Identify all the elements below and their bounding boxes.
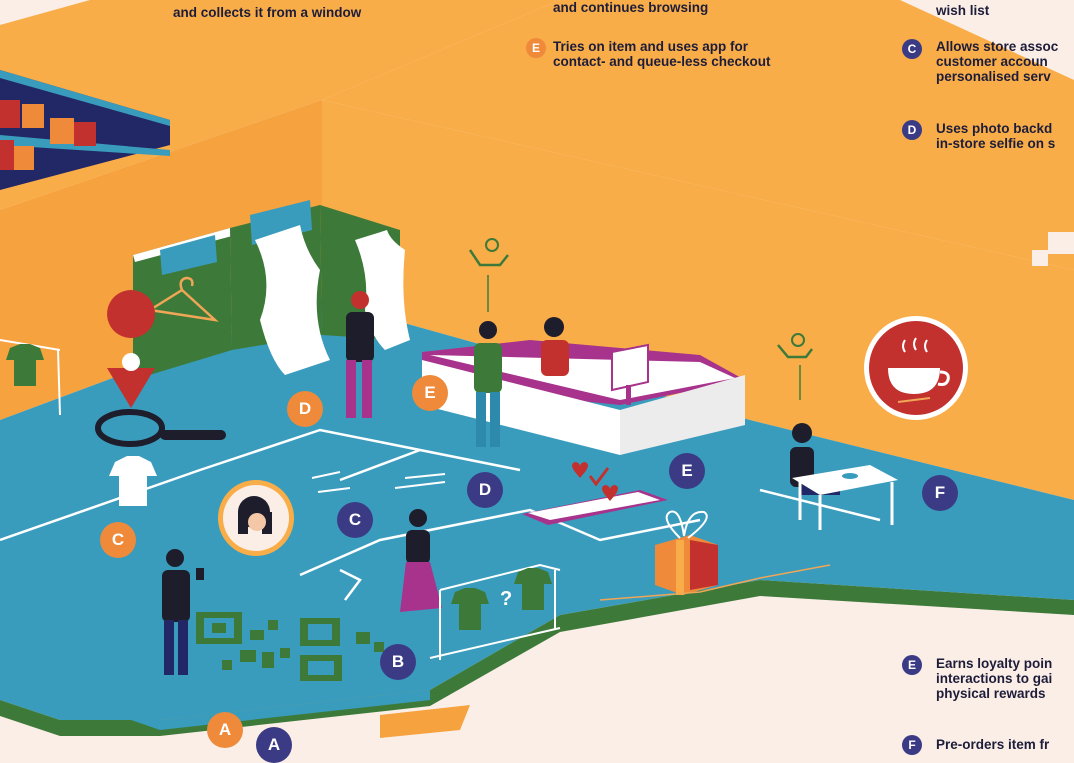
cart-icon — [777, 333, 813, 400]
legend-text: Allows store assoc — [936, 39, 1059, 54]
legend-bottom-right-2: Pre-orders item fr — [936, 737, 1049, 752]
person-with-phone — [162, 549, 204, 675]
legend-text: Tries on item and uses app for — [553, 39, 749, 54]
info-lines — [311, 471, 446, 493]
store-floor — [0, 300, 1074, 738]
magnifier-icon — [95, 409, 226, 447]
location-pin-icon — [107, 290, 156, 408]
legend-badge-c: C — [902, 39, 922, 59]
cafe-table — [792, 465, 898, 530]
map-badge-c-orange: C — [100, 522, 136, 558]
hanger-icon — [146, 276, 219, 322]
legend-badge-e: E — [526, 38, 546, 58]
legend-badge-d: D — [902, 120, 922, 140]
qr-code-icon — [196, 612, 384, 681]
legend-text: physical rewards — [936, 686, 1046, 701]
legend-badge-e-bottom: E — [902, 655, 922, 675]
coffee-cup-icon — [864, 316, 968, 420]
legend-text: interactions to gai — [936, 671, 1053, 686]
legend-text: customer accoun — [936, 54, 1048, 69]
store-associate — [541, 317, 569, 376]
legend-text: contact- and queue-less checkout — [553, 54, 771, 69]
legend-text: wish list — [936, 3, 990, 18]
legend-text: and continues browsing — [553, 0, 709, 15]
customer-avatar — [218, 480, 294, 556]
map-badge-a-navy: A — [256, 727, 292, 763]
tshirt-icon — [109, 456, 157, 506]
cart-icon — [468, 238, 509, 312]
person-at-counter — [474, 321, 502, 447]
map-badge-d-orange: D — [287, 391, 323, 427]
register-screen — [611, 343, 649, 405]
question-mark-icon: ? — [500, 588, 512, 610]
map-badge-a-orange: A — [207, 712, 243, 748]
map-badge-b-navy: B — [380, 644, 416, 680]
map-badge-c-navy: C — [337, 502, 373, 538]
shelf-with-boxes — [0, 70, 170, 190]
legend-text: and collects it from a window — [173, 5, 362, 20]
legend-text: Pre-orders item fr — [936, 737, 1050, 752]
legend-text: in-store selfie on s — [936, 136, 1056, 151]
legend-top-left: and collects it from a window — [173, 5, 361, 20]
clothing-rack-left — [0, 339, 61, 416]
legend-top-right-1: wish list — [936, 3, 989, 18]
legend-badge-f: F — [902, 735, 922, 755]
legend-top-right-2: Allows store assoc customer accoun perso… — [936, 39, 1058, 84]
map-badge-d-navy: D — [467, 472, 503, 508]
map-badge-e-orange: E — [412, 375, 448, 411]
fitting-rooms — [133, 200, 410, 380]
legend-top-mid-1: and continues browsing — [553, 0, 708, 15]
gift-icon — [599, 510, 831, 601]
heart-icon — [572, 462, 618, 501]
map-badge-f-navy: F — [922, 475, 958, 511]
legend-text: Uses photo backd — [936, 121, 1053, 136]
legend-text: Earns loyalty poin — [936, 656, 1053, 671]
legend-top-right-3: Uses photo backd in-store selfie on s — [936, 121, 1055, 151]
person-fitting-room — [346, 291, 374, 418]
map-badge-e-navy: E — [669, 453, 705, 489]
clothing-rack-center: ? — [429, 563, 561, 660]
legend-top-mid-2: Tries on item and uses app for contact- … — [553, 39, 771, 69]
checkout-counter — [422, 340, 745, 455]
legend-bottom-right-1: Earns loyalty poin interactions to gai p… — [936, 656, 1052, 701]
person-browsing — [400, 509, 442, 612]
phone-with-hearts — [522, 462, 668, 525]
legend-text: personalised serv — [936, 69, 1051, 84]
